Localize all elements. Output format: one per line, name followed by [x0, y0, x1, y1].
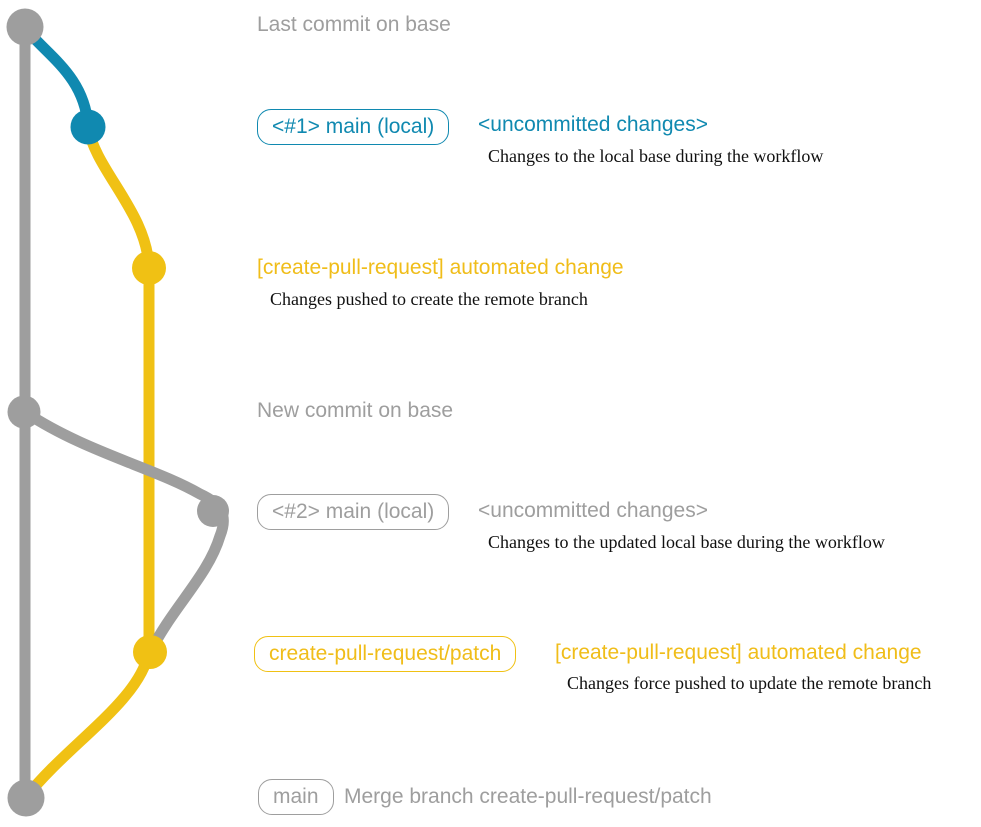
automated-change-title-2: [create-pull-request] automated change	[555, 641, 922, 664]
last-commit-label: Last commit on base	[257, 13, 451, 36]
commit-dot-automated-change-1	[132, 251, 166, 285]
commit-dot-local-main-2	[197, 495, 229, 527]
automated-change-title-1: [create-pull-request] automated change	[257, 256, 624, 279]
commit-dot-new-commit-on-base	[7, 395, 41, 429]
commit3-description: Changes to the updated local base during…	[488, 532, 885, 552]
branch-pill-main-local-1: <#1> main (local)	[257, 109, 450, 146]
uncommitted-changes-tag-1: <uncommitted changes>	[478, 113, 708, 136]
commit2-description: Changes pushed to create the remote bran…	[270, 289, 588, 309]
commit-dot-automated-change-2	[133, 635, 167, 669]
branch-pill-create-pull-request-patch: create-pull-request/patch	[254, 636, 517, 673]
branch-pill-main-local-2: <#2> main (local)	[257, 494, 450, 531]
commit4-description: Changes force pushed to update the remot…	[567, 673, 932, 693]
merge-commit-label: Merge branch create-pull-request/patch	[344, 785, 712, 808]
updated-local-main-branch-line	[21, 407, 229, 654]
uncommitted-changes-tag-2: <uncommitted changes>	[478, 499, 708, 522]
new-commit-label: New commit on base	[257, 399, 454, 422]
local-main-branch-line	[21, 25, 94, 126]
commit-dot-last-commit-on-base	[6, 8, 44, 46]
commit1-description: Changes to the local base during the wor…	[488, 146, 824, 166]
commit-dot-merge-commit	[7, 779, 45, 817]
branch-pill-main: main	[258, 779, 334, 816]
commit-dot-local-main-1	[70, 109, 106, 145]
